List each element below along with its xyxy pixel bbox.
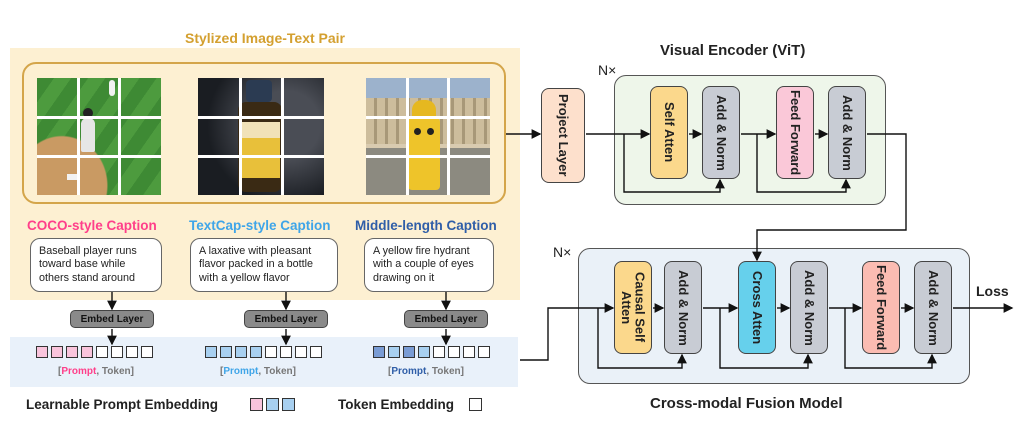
legend-token-swatch [469,398,482,411]
caption-style-coco: COCO-style Caption [27,218,157,233]
prompt-token [81,346,93,358]
text-token [265,346,277,358]
loss-label: Loss [976,283,1009,299]
legend-prompt-swatch [266,398,279,411]
baseball-image [37,78,161,195]
visual-encoder-repeat: N× [598,62,617,78]
text-token [463,346,475,358]
prompt-token [373,346,385,358]
hydrant-eye-right [427,128,434,135]
legend-token: Token Embedding [338,397,455,412]
caption-text-coco: Baseball player runs toward base while o… [30,238,162,292]
player-head [83,108,93,118]
embed-layer-3: Embed Layer [404,310,488,328]
legend-prompt-swatch [250,398,263,411]
image-strip [22,62,506,204]
legend-prompt: Learnable Prompt Embedding [26,397,219,412]
token-label-textcap: [Prompt, Token] [220,366,296,377]
encoder-add-norm-2: Add & Norm [828,86,866,179]
prompt-token [418,346,430,358]
token-panel [10,337,518,387]
player-figure [81,118,95,152]
prompt-token [235,346,247,358]
fusion-title: Cross-modal Fusion Model [650,395,843,412]
text-token [111,346,123,358]
fusion-add-norm-3: Add & Norm [914,261,952,354]
token-row-textcap [205,346,329,360]
hydrant-image [366,78,490,195]
hydrant-eye-left [414,128,421,135]
prompt-token [66,346,78,358]
fusion-causal-self-atten: Causal Self Atten [614,261,652,354]
text-token [310,346,322,358]
prompt-token [220,346,232,358]
text-token [280,346,292,358]
fielder-figure [109,80,115,96]
embed-layer-1: Embed Layer [70,310,154,328]
token-label-coco: [Prompt, Token] [58,366,134,377]
pair-title: Stylized Image-Text Pair [184,30,345,46]
prompt-token [205,346,217,358]
text-token [478,346,490,358]
text-token [448,346,460,358]
project-layer: Project Layer [541,88,585,183]
prompt-token [51,346,63,358]
token-row-middle [373,346,497,360]
encoder-self-atten: Self Atten [650,86,688,179]
text-token [126,346,138,358]
encoder-feed-forward: Feed Forward [776,86,814,179]
hydrant-body [408,118,440,190]
caption-style-middle: Middle-length Caption [355,218,497,233]
bottle-cap [246,80,272,102]
text-token [96,346,108,358]
fusion-add-norm-2: Add & Norm [790,261,828,354]
prompt-token [250,346,262,358]
prompt-token [403,346,415,358]
legend-prompt-swatch [282,398,295,411]
token-label-middle: [Prompt, Token] [388,366,464,377]
bottle-label-top [240,122,280,138]
prompt-token [36,346,48,358]
text-token [295,346,307,358]
caption-style-textcap: TextCap-style Caption [189,218,331,233]
text-token [433,346,445,358]
hydrant-top [412,100,436,118]
caption-text-textcap: A laxative with pleasant flavor packed i… [190,238,338,292]
text-token [141,346,153,358]
bottle-image [198,78,324,195]
embed-layer-2: Embed Layer [244,310,328,328]
encoder-add-norm-1: Add & Norm [702,86,740,179]
visual-encoder-title: Visual Encoder (ViT) [660,42,806,59]
caption-text-middle: A yellow fire hydrant with a couple of e… [364,238,494,292]
fusion-repeat: N× [553,244,572,260]
fusion-feed-forward: Feed Forward [862,261,900,354]
fusion-add-norm-1: Add & Norm [664,261,702,354]
prompt-token [388,346,400,358]
token-row-coco [36,346,160,360]
fusion-cross-atten: Cross Atten [738,261,776,354]
base [67,174,79,180]
